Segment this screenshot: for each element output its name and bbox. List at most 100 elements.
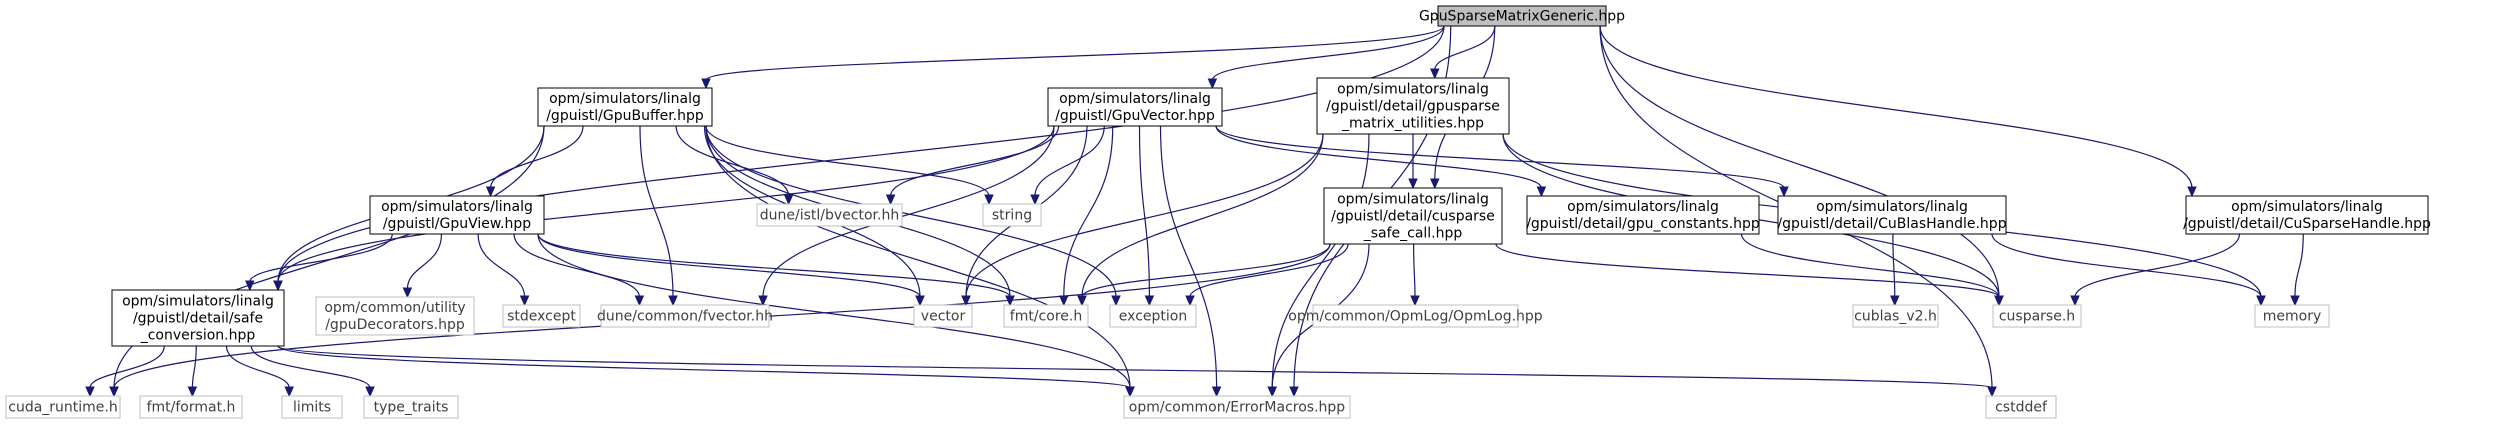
node-label-line: memory <box>2263 309 2322 325</box>
node-label-line: opm/common/ErrorMacros.hpp <box>1129 400 1345 416</box>
edge-safe-conversion-to-cstddef <box>277 345 1997 398</box>
node-gpubuffer[interactable]: opm/simulators/linalg/gpuistl/GpuBuffer.… <box>537 87 713 127</box>
node-cusparse: cusparse.h <box>1992 304 2082 328</box>
edge-gpuview-to-gpudecorators <box>402 233 443 299</box>
edge-safe-conversion-to-type-traits <box>250 345 375 398</box>
node-label-line: /gpuistl/GpuVector.hpp <box>1055 108 1215 124</box>
node-memory: memory <box>2254 304 2330 328</box>
edge-gpuvector-to-safe-conversion <box>273 125 1055 292</box>
node-gpusparse-utils[interactable]: opm/simulators/linalg/gpuistl/detail/gpu… <box>1316 77 1510 135</box>
node-box <box>1003 304 1089 328</box>
edge-gpusparse-utils-to-cusparse-safe-call <box>1408 134 1418 190</box>
edge-root-to-gpubuffer <box>701 25 1445 90</box>
node-safe-conversion[interactable]: opm/simulators/linalg/gpuistl/detail/saf… <box>111 289 285 347</box>
edge-cusparse-safe-call-to-fmtcore <box>1077 243 1331 307</box>
node-fmtformat: fmt/format.h <box>139 395 243 419</box>
node-label-line: /gpuistl/detail/CuBlasHandle.hpp <box>1777 216 2006 232</box>
node-label-line: /gpuDecorators.hpp <box>325 317 465 333</box>
edge-root-to-gpuvector <box>1207 25 1445 90</box>
node-gpuview[interactable]: opm/simulators/linalg/gpuistl/GpuView.hp… <box>369 195 545 235</box>
node-box <box>1526 195 1760 235</box>
node-box <box>363 395 459 419</box>
node-box <box>982 203 1042 227</box>
node-fmtcore: fmt/core.h <box>1003 304 1089 328</box>
edge-gpu-constants-to-cusparse <box>1740 233 2004 307</box>
edge-gpusparse-utils-to-vector <box>961 133 1324 307</box>
node-label-line: /gpuistl/GpuBuffer.hpp <box>546 108 704 124</box>
edge-gpuvector-to-cublashandle <box>1215 125 1789 198</box>
node-limits: limits <box>281 395 343 419</box>
node-label-line: opm/simulators/linalg <box>1337 82 1489 98</box>
node-box <box>1985 395 2057 419</box>
edge-root-to-cusparsehandle <box>1599 25 2197 198</box>
node-box <box>281 395 343 419</box>
node-gpuvector[interactable]: opm/simulators/linalg/gpuistl/GpuVector.… <box>1047 87 1223 127</box>
node-label-line: opm/simulators/linalg <box>549 91 701 107</box>
node-label-line: type_traits <box>374 400 449 416</box>
edge-cusparse-safe-call-to-exception <box>1185 243 1349 307</box>
node-label-line: dune/istl/bvector.hh <box>760 208 899 224</box>
node-label-line: cublas_v2.h <box>1854 309 1937 325</box>
node-box <box>1047 87 1223 127</box>
node-stdexcept: stdexcept <box>502 304 581 328</box>
edge-gpuvector-to-errormacros <box>1159 125 1222 398</box>
edge-gpusparse-utils-to-fmtcore <box>1077 133 1324 307</box>
node-label-line: string <box>992 208 1032 224</box>
node-box <box>1123 395 1351 419</box>
node-label-line: opm/simulators/linalg <box>2231 199 2383 215</box>
node-box <box>2254 304 2330 328</box>
node-label-line: vector <box>921 309 966 325</box>
edge-gpuvector-to-fmtcore <box>1059 125 1114 307</box>
node-label-line: /gpuistl/detail/gpu_constants.hpp <box>1526 216 1760 232</box>
node-box <box>1323 187 1503 245</box>
node-label-line: opm/simulators/linalg <box>381 199 533 215</box>
node-cusparse-safe-call[interactable]: opm/simulators/linalg/gpuistl/detail/cus… <box>1323 187 1503 245</box>
node-cublas: cublas_v2.h <box>1852 304 1939 328</box>
edge-cublashandle-to-memory <box>1991 233 2266 307</box>
node-cusparsehandle[interactable]: opm/simulators/linalg/gpuistl/detail/CuS… <box>2183 195 2431 235</box>
edge-gpuvector-to-exception <box>1138 125 1155 307</box>
node-box <box>1312 304 1519 328</box>
edge-root-to-gpusparse-utils <box>1430 25 1496 80</box>
node-cuda-runtime: cuda_runtime.h <box>5 395 121 419</box>
node-box <box>1852 304 1939 328</box>
edge-gpuview-to-fvector <box>513 233 645 307</box>
edge-gpuvector-to-fvector <box>758 125 1055 307</box>
node-box <box>369 195 545 235</box>
edge-cusparse-safe-call-to-cusparse <box>1495 243 2004 307</box>
node-label-line: opm/simulators/linalg <box>1816 199 1968 215</box>
node-box <box>1992 304 2082 328</box>
node-label-line: fmt/format.h <box>147 400 236 416</box>
node-label-line: cusparse.h <box>1999 309 2075 325</box>
node-label-line: dune/common/fvector.hh <box>597 309 773 325</box>
edge-root-to-safe-conversion <box>273 25 1445 292</box>
node-cstddef: cstddef <box>1985 395 2057 419</box>
node-label-line: /gpuistl/detail/gpusparse <box>1326 99 1500 115</box>
node-label-line: /gpuistl/detail/CuSparseHandle.hpp <box>2183 216 2431 232</box>
node-label-line: GpuSparseMatrixGeneric.hpp <box>1419 9 1625 25</box>
edge-gpusparse-utils-to-errormacros <box>1267 133 1370 398</box>
node-bvector: dune/istl/bvector.hh <box>756 203 903 227</box>
node-box <box>1109 304 1197 328</box>
node-exception: exception <box>1109 304 1197 328</box>
node-box <box>2185 195 2429 235</box>
node-errormacros: opm/common/ErrorMacros.hpp <box>1123 395 1351 419</box>
node-label-line: opm/common/OpmLog/OpmLog.hpp <box>1288 309 1543 325</box>
node-box <box>1777 195 2007 235</box>
node-gpu-constants[interactable]: opm/simulators/linalg/gpuistl/detail/gpu… <box>1526 195 1760 235</box>
node-box <box>111 289 285 347</box>
node-label-line: cuda_runtime.h <box>8 400 118 416</box>
node-fvector: dune/common/fvector.hh <box>597 304 773 328</box>
node-cublashandle[interactable]: opm/simulators/linalg/gpuistl/detail/CuB… <box>1777 195 2007 235</box>
node-vector: vector <box>913 304 973 328</box>
edge-safe-conversion-to-errormacros <box>277 345 1135 398</box>
edge-gpubuffer-to-fvector <box>639 125 678 307</box>
node-root[interactable]: GpuSparseMatrixGeneric.hpp <box>1419 5 1625 27</box>
node-label-line: stdexcept <box>507 309 576 325</box>
node-label-line: /gpuistl/detail/cusparse <box>1331 209 1495 225</box>
node-label-line: cstddef <box>1995 400 2048 416</box>
edge-safe-conversion-to-cuda-runtime <box>85 345 165 398</box>
node-label-line: opm/simulators/linalg <box>1567 199 1719 215</box>
edge-gpuview-to-safe-conversion <box>245 233 393 292</box>
